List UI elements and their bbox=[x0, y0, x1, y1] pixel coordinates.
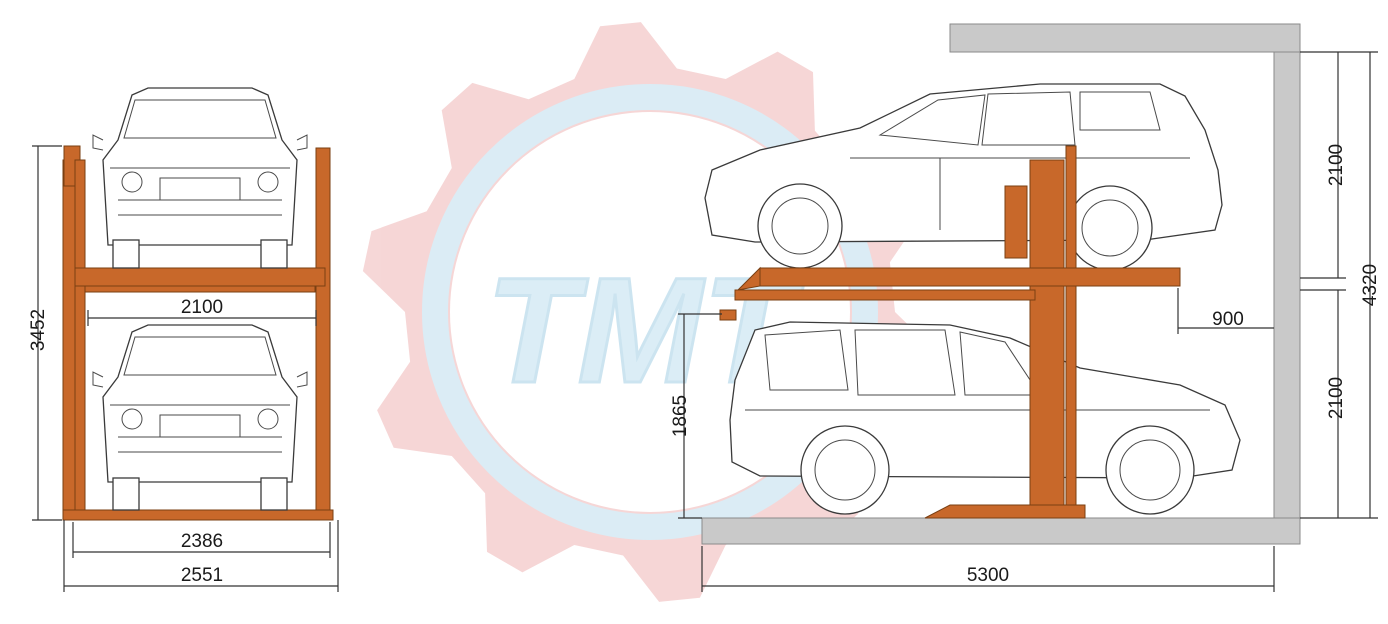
total-height-dimension: 4320 bbox=[1346, 51, 1381, 519]
base-foot bbox=[924, 504, 1086, 519]
upper-car-side bbox=[704, 83, 1223, 271]
platform-width-dimension: 2100 bbox=[87, 297, 317, 326]
upper-platform-lip bbox=[84, 285, 316, 293]
watermark-text: TMT bbox=[486, 246, 806, 414]
platform-width-value: 2100 bbox=[181, 297, 223, 318]
left-post-inner bbox=[74, 159, 86, 521]
front-height-value: 3452 bbox=[28, 309, 49, 351]
lower-height-value: 2100 bbox=[1326, 377, 1347, 419]
outer-width-dimension: 2551 bbox=[63, 520, 339, 592]
side-view: 5300 900 1865 2100 2100 bbox=[670, 23, 1381, 592]
outer-width-value: 2551 bbox=[181, 565, 223, 586]
inner-width-value: 2386 bbox=[181, 531, 223, 552]
lower-car-side bbox=[729, 321, 1241, 515]
right-post bbox=[315, 147, 331, 521]
platform-height-dimension: 1865 bbox=[670, 313, 722, 519]
front-height-dimension: 3452 bbox=[28, 145, 62, 521]
platform-arm bbox=[734, 289, 1036, 301]
lift-post bbox=[1029, 159, 1065, 519]
upper-height-value: 2100 bbox=[1326, 144, 1347, 186]
platform-height-value: 1865 bbox=[670, 395, 691, 437]
arm-stop bbox=[719, 309, 737, 321]
upper-height-dimension: 2100 bbox=[1300, 51, 1347, 279]
upper-platform bbox=[74, 267, 326, 287]
inner-width-dimension: 2386 bbox=[72, 522, 331, 558]
ceiling bbox=[949, 23, 1301, 53]
cylinder bbox=[1004, 185, 1028, 259]
lift-post-rear bbox=[1065, 145, 1077, 519]
length-value: 5300 bbox=[967, 565, 1009, 586]
lower-height-dimension: 2100 bbox=[1300, 289, 1347, 519]
back-wall bbox=[1273, 51, 1301, 545]
lower-car-front bbox=[92, 324, 308, 511]
watermark: TMT bbox=[362, 22, 938, 602]
clearance-value: 900 bbox=[1212, 309, 1244, 330]
base-plate bbox=[62, 509, 334, 521]
upper-platform-ramp bbox=[736, 266, 761, 291]
clearance-dimension: 900 bbox=[1177, 288, 1274, 334]
watermark-ring bbox=[422, 84, 878, 540]
length-dimension: 5300 bbox=[701, 546, 1275, 592]
floor bbox=[701, 517, 1301, 545]
upper-car-front bbox=[92, 87, 308, 269]
total-height-value: 4320 bbox=[1360, 264, 1381, 306]
front-view: 3452 2100 2386 2551 bbox=[28, 87, 339, 592]
upper-platform-side bbox=[759, 267, 1181, 287]
